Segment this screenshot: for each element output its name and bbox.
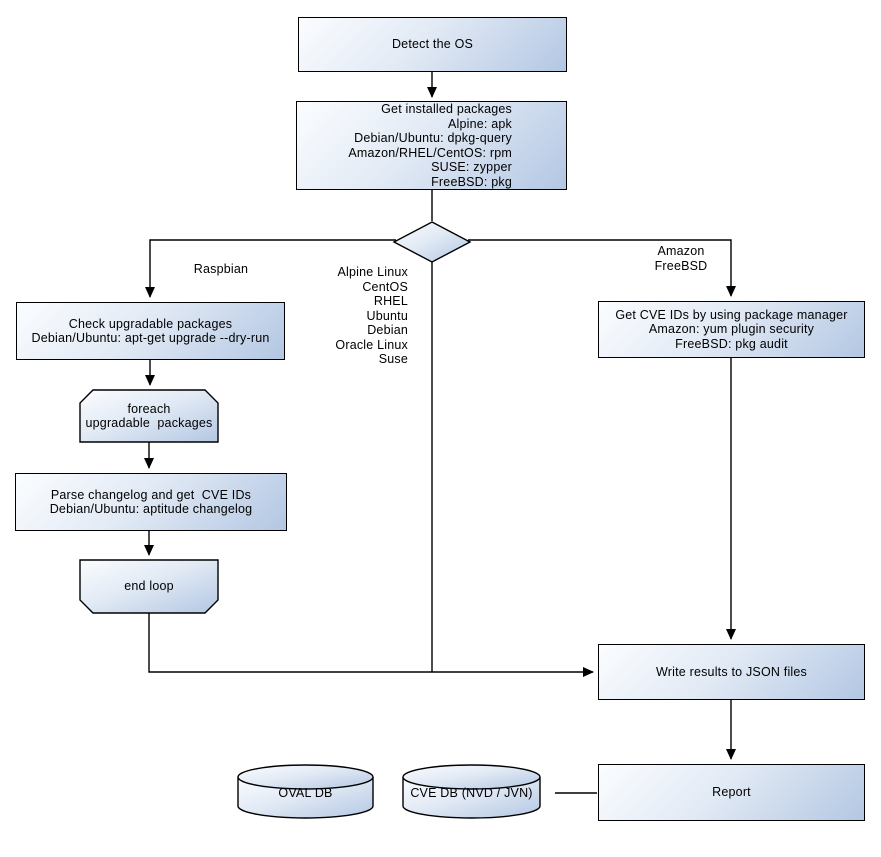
node-text-line: Parse changelog and get CVE IDs <box>50 487 252 502</box>
node-get-cve-ids: Get CVE IDs by using package manager Ama… <box>598 301 865 358</box>
foreach-loop-shape <box>79 389 219 443</box>
connector-diamond-to-get-cve <box>468 239 736 297</box>
node-text-line: Debian/Ubuntu: apt-get upgrade --dry-run <box>31 331 270 345</box>
edge-label-raspbian: Raspbian <box>193 262 249 276</box>
connector-diamond-to-check-upgradable <box>145 239 396 298</box>
node-detect-os: Detect the OS <box>298 17 567 72</box>
node-text-line: Check upgradable packages <box>68 316 233 331</box>
foreach-loop-label: foreach upgradable packages <box>85 401 213 431</box>
connector-endloop-to-write-results <box>148 613 594 677</box>
node-text-line: Amazon: yum plugin security <box>648 322 815 337</box>
node-write-results-json: Write results to JSON files <box>598 644 865 700</box>
node-check-upgradable-packages: Check upgradable packages Debian/Ubuntu:… <box>16 302 285 360</box>
end-loop-label: end loop <box>124 579 174 594</box>
node-report: Report <box>598 764 865 821</box>
node-text-line: SUSE: zypper <box>431 160 512 174</box>
node-text: Write results to JSON files <box>655 664 808 679</box>
node-text-line: Debian/Ubuntu: dpkg-query <box>354 131 512 145</box>
oval-db-label: OVAL DB <box>278 785 333 800</box>
node-text-line: Get CVE IDs by using package manager <box>615 307 848 322</box>
node-text-line: Get installed packages <box>381 102 512 116</box>
cve-db-cylinder <box>402 764 541 819</box>
node-get-installed-packages: Get installed packages Alpine: apk Debia… <box>296 101 567 190</box>
node-text-line: FreeBSD: pkg <box>431 174 512 189</box>
node-text: Report <box>712 785 751 800</box>
oval-db-cylinder <box>237 764 374 819</box>
end-loop-shape <box>79 559 219 614</box>
cve-db-label: CVE DB (NVD / JVN) <box>410 785 533 800</box>
node-text-line: Amazon/RHEL/CentOS: rpm <box>348 145 512 160</box>
node-parse-changelog: Parse changelog and get CVE IDs Debian/U… <box>15 473 287 531</box>
node-text-line: FreeBSD: pkg audit <box>675 336 788 351</box>
edge-label-os-list: Alpine Linux CentOS RHEL Ubuntu Debian O… <box>335 265 408 366</box>
node-text: Detect the OS <box>391 37 474 52</box>
edge-label-amazon-freebsd: Amazon FreeBSD <box>654 244 708 273</box>
node-text-line: Debian/Ubuntu: aptitude changelog <box>49 502 253 516</box>
os-decision-diamond <box>392 221 472 263</box>
node-text-line: Alpine: apk <box>447 116 512 131</box>
